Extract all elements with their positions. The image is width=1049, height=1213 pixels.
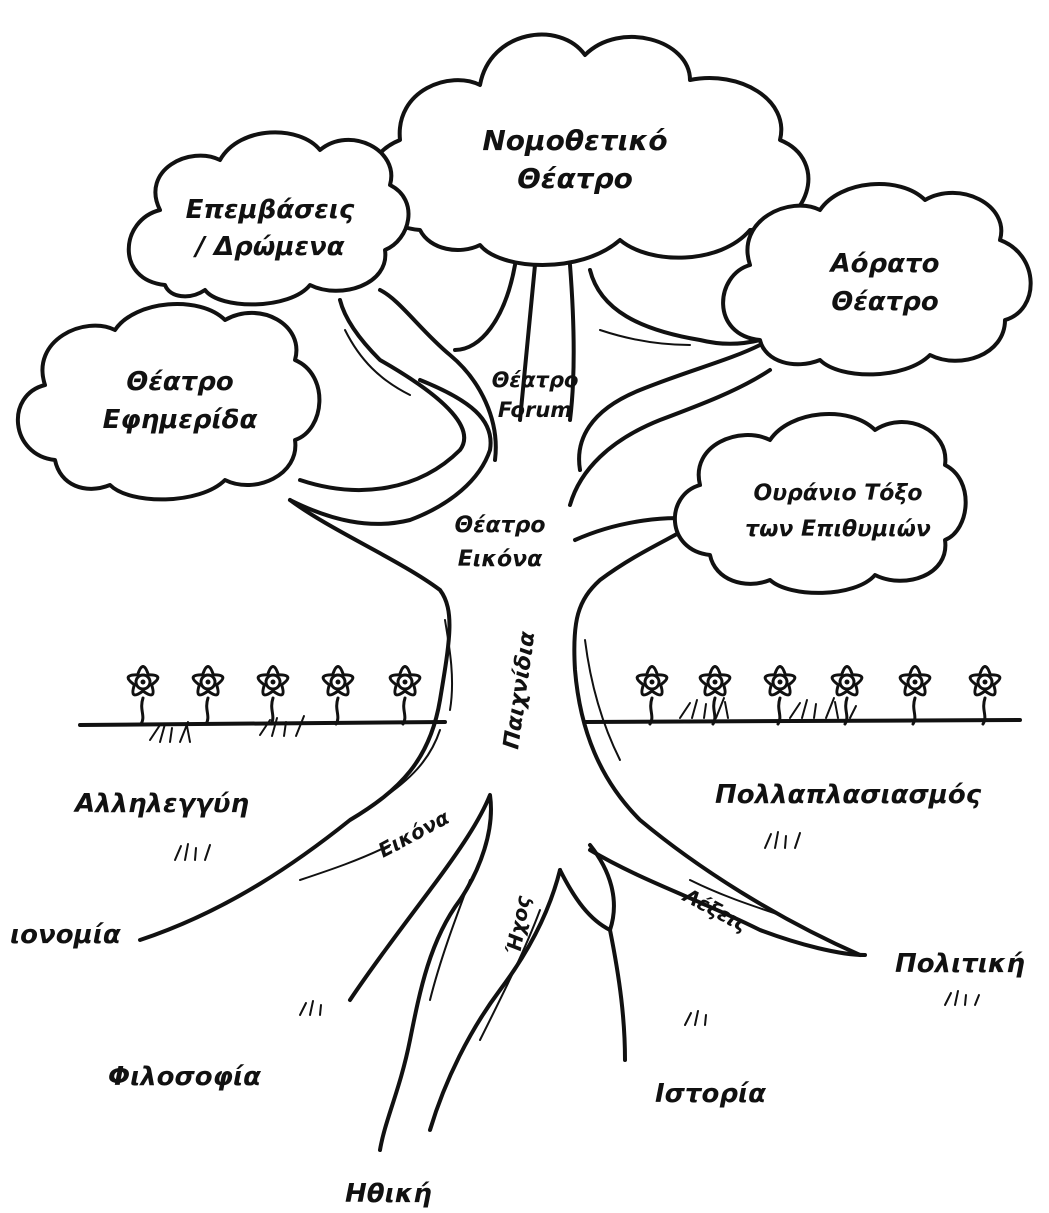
cloud-efimerida: Θέατρο Εφημερίδα: [18, 304, 320, 499]
flower: [390, 667, 420, 725]
cloud-ouranio-line2: των Επιθυμιών: [745, 517, 931, 542]
flower: [128, 667, 158, 725]
label-ithiki: Ηθική: [345, 1179, 432, 1209]
label-oikonomia: ιονομία: [10, 920, 121, 950]
cloud-epemvaseis-line2: / Δρώμενα: [192, 232, 344, 262]
cloud-epemvaseis-line1: Επεμβάσεις: [186, 195, 355, 225]
cloud-aorato-line2: Θέατρο: [831, 287, 939, 317]
flower: [323, 667, 353, 725]
flower: [970, 667, 1000, 725]
cloud-aorato-line1: Αόρατο: [829, 249, 940, 279]
root-eikona: Εικόνα: [374, 805, 453, 862]
label-istoria: Ιστορία: [655, 1079, 766, 1109]
cloud-ouranio-line1: Ουράνιο Τόξο: [754, 481, 923, 506]
label-pollaplasiasmos: Πολλαπλασιασμός: [715, 780, 982, 810]
cloud-efimerida-line2: Εφημερίδα: [103, 405, 258, 435]
flower: [193, 667, 223, 725]
grass-tufts: [150, 698, 979, 1025]
label-filosofia: Φιλοσοφία: [108, 1062, 261, 1092]
trunk-forum-line2: Forum: [498, 398, 572, 422]
cloud-aorato: Αόρατο Θέατρο: [723, 184, 1031, 374]
trunk-forum-line1: Θέατρο: [492, 368, 579, 392]
cloud-nomothetiko: Νομοθετικό Θέατρο: [368, 35, 808, 265]
label-allileggyi: Αλληλεγγύη: [73, 789, 249, 819]
label-politiki: Πολιτική: [895, 949, 1025, 979]
trunk-eikona-line1: Θέατρο: [455, 513, 546, 538]
flower: [765, 667, 795, 725]
ground-line-left: [80, 722, 445, 725]
cloud-efimerida-line1: Θέατρο: [126, 367, 234, 397]
cloud-nomothetiko-line1: Νομοθετικό: [482, 124, 667, 157]
trunk-eikona-line2: Εικόνα: [458, 547, 543, 572]
flower-row: [128, 667, 1000, 725]
flower: [637, 667, 667, 725]
cloud-nomothetiko-line2: Θέατρο: [517, 162, 633, 195]
flower: [900, 667, 930, 725]
cloud-epemvaseis: Επεμβάσεις / Δρώμενα: [129, 132, 409, 304]
cloud-ouranio: Ουράνιο Τόξο των Επιθυμιών: [675, 414, 966, 593]
flower: [258, 667, 288, 725]
trunk-paixnidia: Παιχνίδια: [499, 629, 540, 751]
